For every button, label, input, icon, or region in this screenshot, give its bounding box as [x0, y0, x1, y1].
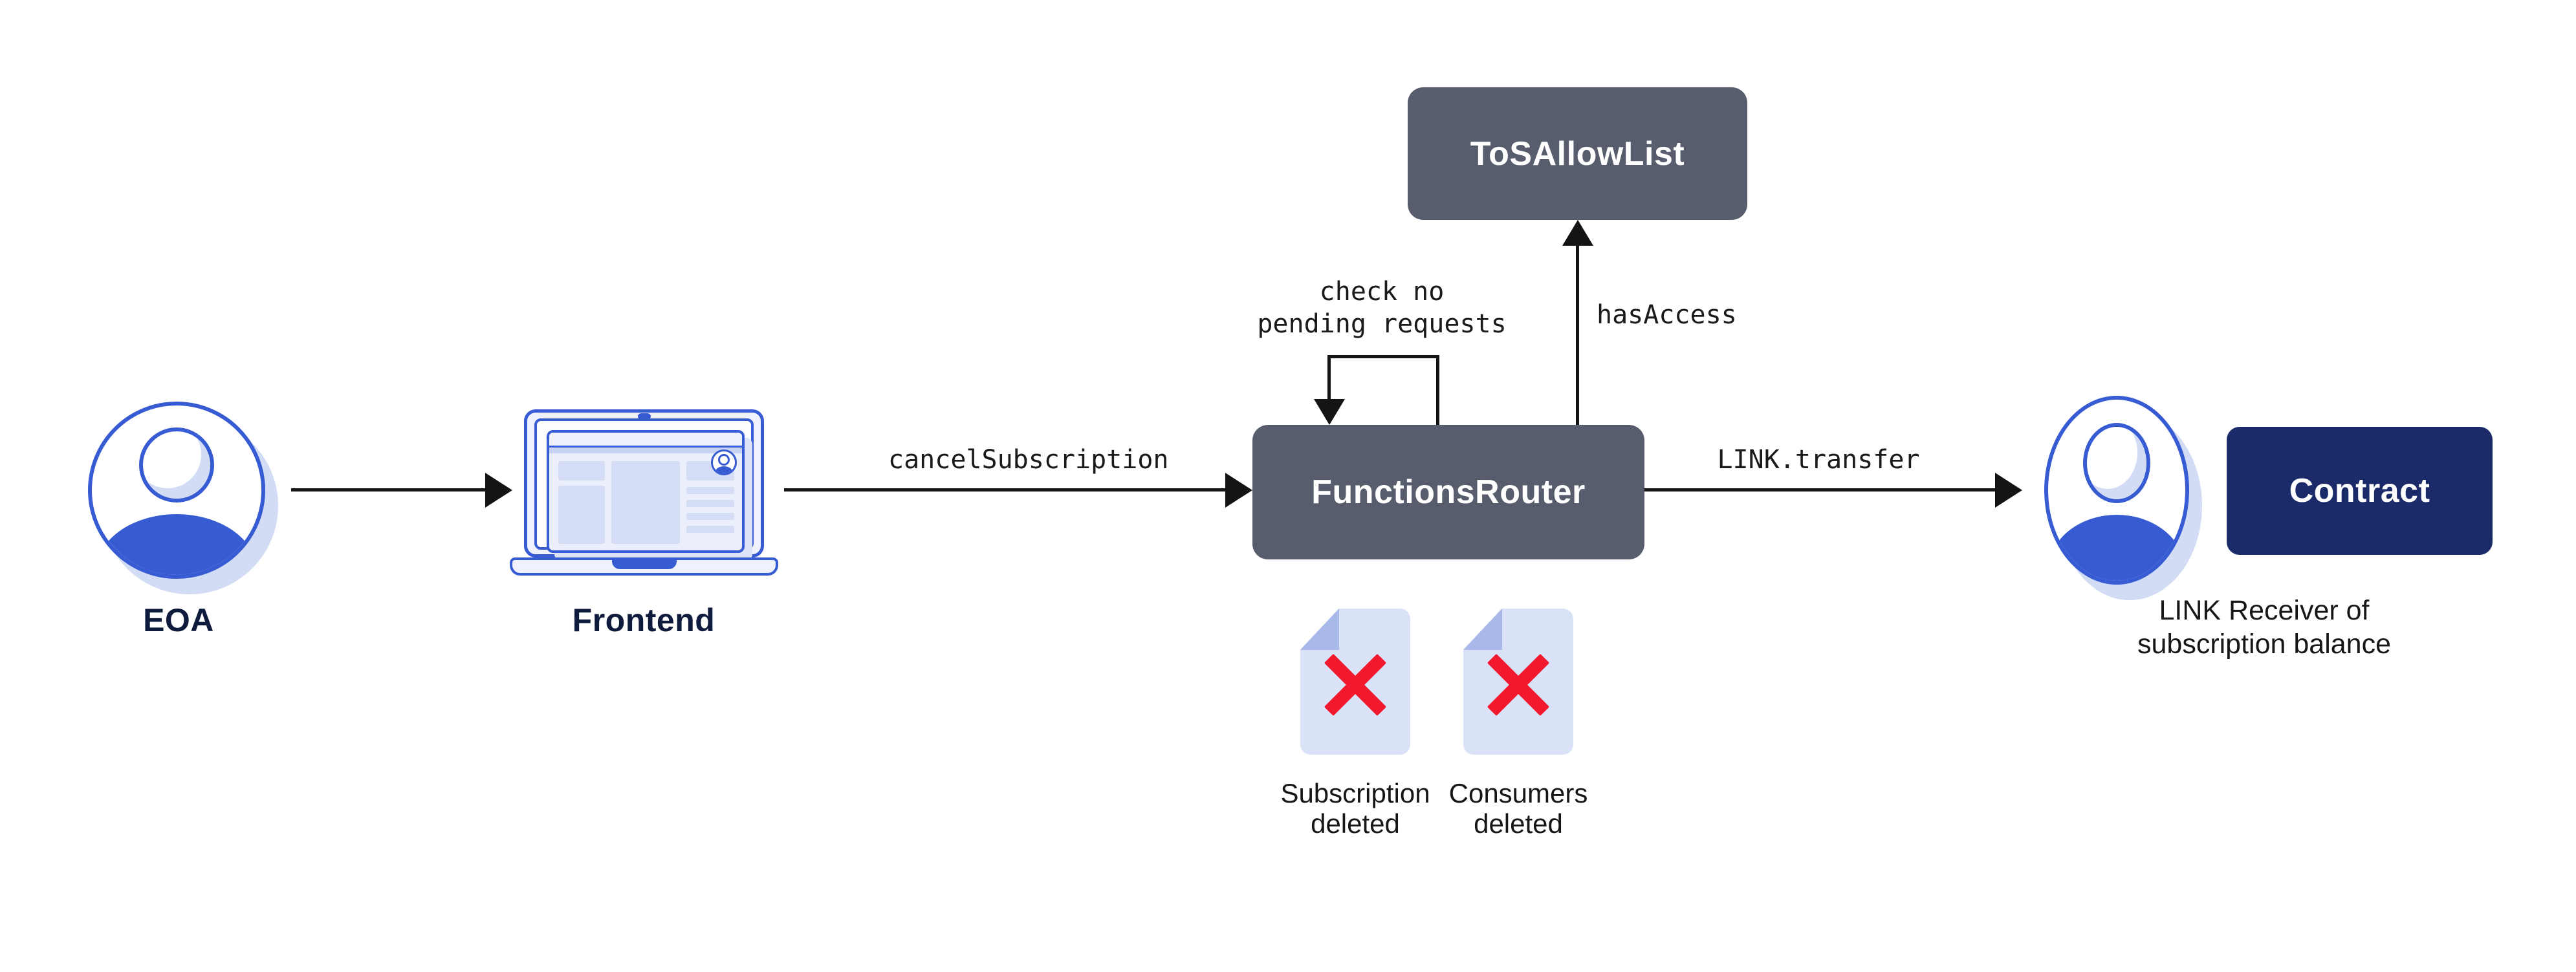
- frontend-laptop-icon: [510, 407, 778, 576]
- arrowhead-eoa-to-frontend: [485, 473, 512, 508]
- arrowhead-self-loop: [1314, 399, 1345, 425]
- avatar-body: [88, 402, 265, 579]
- avatar-body: [2044, 396, 2189, 585]
- arrow-router-to-tos: [1576, 243, 1579, 425]
- browser-sidebar-block: [558, 486, 605, 544]
- consumers-deleted-document-icon: [1463, 609, 1573, 755]
- browser-user-avatar-icon: [711, 449, 737, 475]
- document-fold-corner: [1463, 609, 1502, 650]
- frontend-label: Frontend: [572, 602, 715, 638]
- arrowhead-frontend-to-router: [1225, 473, 1252, 508]
- browser-text-line: [686, 487, 734, 494]
- link-receiver-avatar-icon: [2044, 396, 2202, 600]
- document-fold-corner: [1300, 609, 1339, 650]
- laptop-browser-window: [547, 430, 745, 553]
- functions-router-label: FunctionsRouter: [1311, 473, 1586, 511]
- eoa-label: EOA: [143, 602, 214, 638]
- link-transfer-label: LINK.transfer: [1717, 445, 1920, 475]
- arrowhead-router-to-tos: [1562, 220, 1593, 246]
- arrowhead-router-to-receiver: [1995, 473, 2022, 508]
- browser-text-line: [686, 513, 734, 520]
- link-receiver-caption: LINK Receiver of subscription balance: [2137, 595, 2392, 660]
- contract-node: Contract: [2227, 427, 2493, 555]
- arrow-frontend-to-router: [784, 488, 1228, 491]
- functions-router-node: FunctionsRouter: [1252, 425, 1644, 559]
- self-loop-right-leg: [1436, 355, 1439, 425]
- browser-toolbar-strip: [549, 448, 742, 453]
- tos-allow-list-label: ToSAllowList: [1470, 135, 1685, 173]
- avatar-head: [2083, 423, 2150, 503]
- laptop-webcam-icon: [637, 413, 651, 420]
- arrow-router-to-receiver: [1644, 488, 1998, 491]
- subscription-deleted-label: Subscription deleted: [1280, 778, 1430, 839]
- check-pending-label: check no pending requests: [1257, 277, 1507, 339]
- eoa-avatar-icon: [88, 402, 278, 594]
- arrow-eoa-to-frontend: [291, 488, 486, 491]
- browser-main-content-block: [611, 461, 680, 544]
- self-loop-left-leg: [1327, 355, 1331, 400]
- avatar-shoulders: [2049, 515, 2185, 581]
- avatar-shoulders: [96, 514, 257, 575]
- browser-text-line: [686, 526, 734, 533]
- browser-text-line: [686, 500, 734, 507]
- cancel-subscription-label: cancelSubscription: [888, 445, 1169, 475]
- contract-label: Contract: [2289, 472, 2430, 510]
- avatar-head: [139, 427, 214, 502]
- consumers-deleted-label: Consumers deleted: [1448, 778, 1588, 839]
- subscription-deleted-document-icon: [1300, 609, 1410, 755]
- browser-header-bar: [549, 433, 742, 448]
- laptop-notch: [611, 560, 677, 569]
- self-loop-top-bar: [1327, 355, 1439, 358]
- has-access-label: hasAccess: [1597, 300, 1737, 330]
- tos-allow-list-node: ToSAllowList: [1408, 87, 1747, 220]
- browser-sidebar-block: [558, 461, 605, 481]
